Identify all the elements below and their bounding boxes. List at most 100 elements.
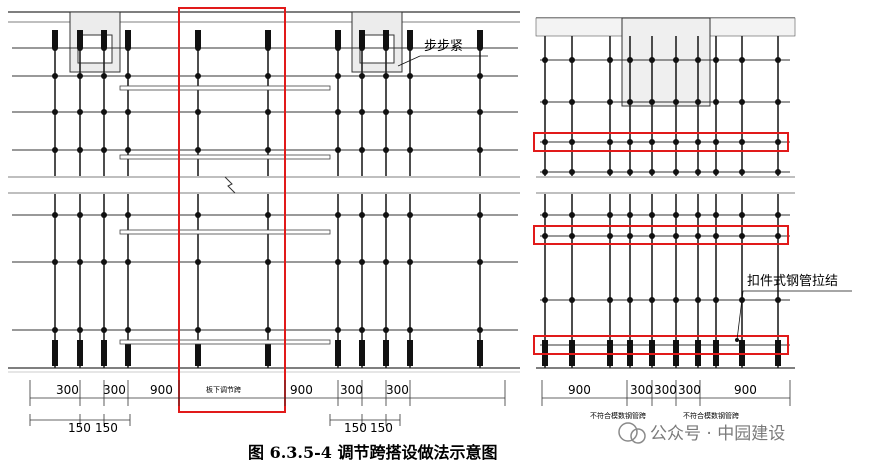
rosette-node — [542, 297, 548, 303]
rosette-node — [195, 327, 201, 333]
rosette-node — [569, 57, 575, 63]
rosette-node — [649, 342, 655, 348]
step-tight-label: 步步紧 — [424, 39, 463, 54]
rosette-node — [607, 99, 613, 105]
adjustable-top — [77, 30, 83, 48]
left-dim-300-c: 300 — [340, 383, 363, 397]
rosette-node — [775, 169, 781, 175]
rosette-node — [359, 147, 365, 153]
not-matching-label-b: 不符合模数钢管跨 — [683, 411, 739, 420]
tie-highlight-middle — [533, 225, 789, 245]
watermark: 公众号 · 中园建设 — [618, 422, 785, 444]
rosette-node — [695, 297, 701, 303]
rosette-node — [77, 45, 83, 51]
rosette-node — [383, 73, 389, 79]
rosette-node — [77, 73, 83, 79]
rosette-node — [673, 233, 679, 239]
rosette-node — [542, 233, 548, 239]
rosette-node — [607, 342, 613, 348]
rosette-node — [101, 109, 107, 115]
rosette-node — [101, 259, 107, 265]
rosette-node — [125, 212, 131, 218]
right-dim-300-c: 300 — [678, 383, 701, 397]
adjustable-base — [407, 340, 413, 366]
adjustable-base — [265, 340, 271, 366]
tie-tube — [119, 229, 331, 235]
rosette-node — [407, 45, 413, 51]
adjustable-base — [52, 340, 58, 366]
rosette-node — [627, 297, 633, 303]
rosette-node — [265, 212, 271, 218]
adjustable-base — [477, 340, 483, 366]
rosette-node — [359, 212, 365, 218]
rosette-node — [542, 342, 548, 348]
right-dim-900-a: 900 — [568, 383, 591, 397]
rosette-node — [542, 99, 548, 105]
not-matching-label-a: 不符合模数钢管跨 — [590, 411, 646, 420]
rosette-node — [77, 147, 83, 153]
rosette-node — [542, 169, 548, 175]
rosette-node — [101, 327, 107, 333]
left-dimension-line — [30, 397, 505, 421]
rosette-node — [713, 57, 719, 63]
adjustable-top — [125, 30, 131, 48]
rosette-node — [359, 73, 365, 79]
left-dim-150-b: 150 — [95, 421, 118, 435]
rosette-node — [569, 169, 575, 175]
rosette-node — [775, 139, 781, 145]
rosette-node — [195, 45, 201, 51]
rosette-node — [335, 147, 341, 153]
rosette-node — [335, 327, 341, 333]
rosette-node — [383, 45, 389, 51]
rosette-node — [195, 259, 201, 265]
rosette-node — [673, 57, 679, 63]
right-section: 扣件式钢管拉结 900 300 300 300 900 不符合模数钢管跨 不符合… — [533, 17, 852, 420]
left-elevation: 步步紧 300 300 900 板下调节跨 900 300 300 150 15… — [8, 7, 520, 435]
rosette-node — [569, 99, 575, 105]
adjustable-top — [265, 30, 271, 48]
rosette-node — [265, 147, 271, 153]
rosette-node — [569, 233, 575, 239]
rosette-node — [627, 169, 633, 175]
rosette-node — [477, 73, 483, 79]
rosette-node — [775, 297, 781, 303]
adjustable-base — [125, 340, 131, 366]
rosette-node — [627, 212, 633, 218]
rosette-node — [195, 147, 201, 153]
rosette-node — [52, 259, 58, 265]
rosette-node — [713, 169, 719, 175]
rosette-node — [627, 99, 633, 105]
rosette-node — [383, 327, 389, 333]
rosette-node — [607, 233, 613, 239]
rosette-node — [713, 342, 719, 348]
rosette-node — [542, 57, 548, 63]
rosette-node — [607, 212, 613, 218]
tie-tube — [119, 154, 331, 160]
rosette-node — [627, 342, 633, 348]
rosette-node — [52, 212, 58, 218]
rosette-node — [477, 327, 483, 333]
wechat-icon — [618, 422, 638, 442]
left-dim-150-a: 150 — [68, 421, 91, 435]
rosette-node — [125, 73, 131, 79]
left-dim-300-d: 300 — [386, 383, 409, 397]
rosette-node — [607, 139, 613, 145]
adjustable-base — [77, 340, 83, 366]
rosette-node — [359, 259, 365, 265]
rosette-node — [335, 109, 341, 115]
rosette-node — [195, 212, 201, 218]
rosette-node — [101, 147, 107, 153]
rosette-node — [335, 73, 341, 79]
adjustable-base — [359, 340, 365, 366]
rosette-node — [101, 212, 107, 218]
rosette-node — [695, 139, 701, 145]
rosette-node — [477, 147, 483, 153]
adjustable-top — [101, 30, 107, 48]
rosette-node — [607, 57, 613, 63]
tie-tube — [119, 85, 331, 91]
adjustment-span-highlight — [178, 7, 286, 413]
rosette-node — [739, 342, 745, 348]
adjustable-top — [407, 30, 413, 48]
coupler-tie-label: 扣件式钢管拉结 — [747, 274, 838, 289]
